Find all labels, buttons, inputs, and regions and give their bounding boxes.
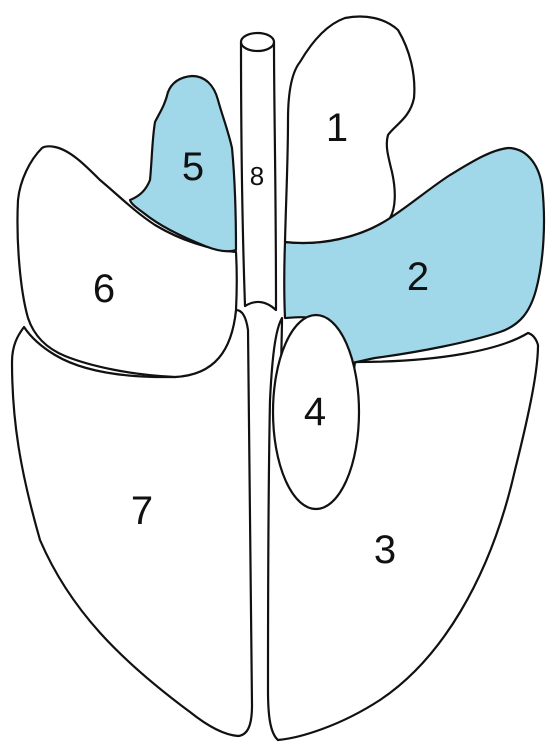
region-4-shape <box>271 313 361 511</box>
region-5-shape <box>128 74 238 253</box>
region-2-label: 2 <box>407 255 429 299</box>
region-8-shape <box>239 40 278 312</box>
region-6-label: 6 <box>93 267 115 311</box>
region-5-label: 5 <box>182 145 204 189</box>
region-8-label: 8 <box>250 161 264 191</box>
region-4-label: 4 <box>304 390 326 434</box>
region-1-label: 1 <box>326 106 348 150</box>
region-7-label: 7 <box>131 489 153 533</box>
region-1-shape <box>283 15 416 245</box>
region-3-label: 3 <box>374 528 396 572</box>
region-8-opening <box>239 31 276 53</box>
region-6-shape <box>16 145 238 379</box>
